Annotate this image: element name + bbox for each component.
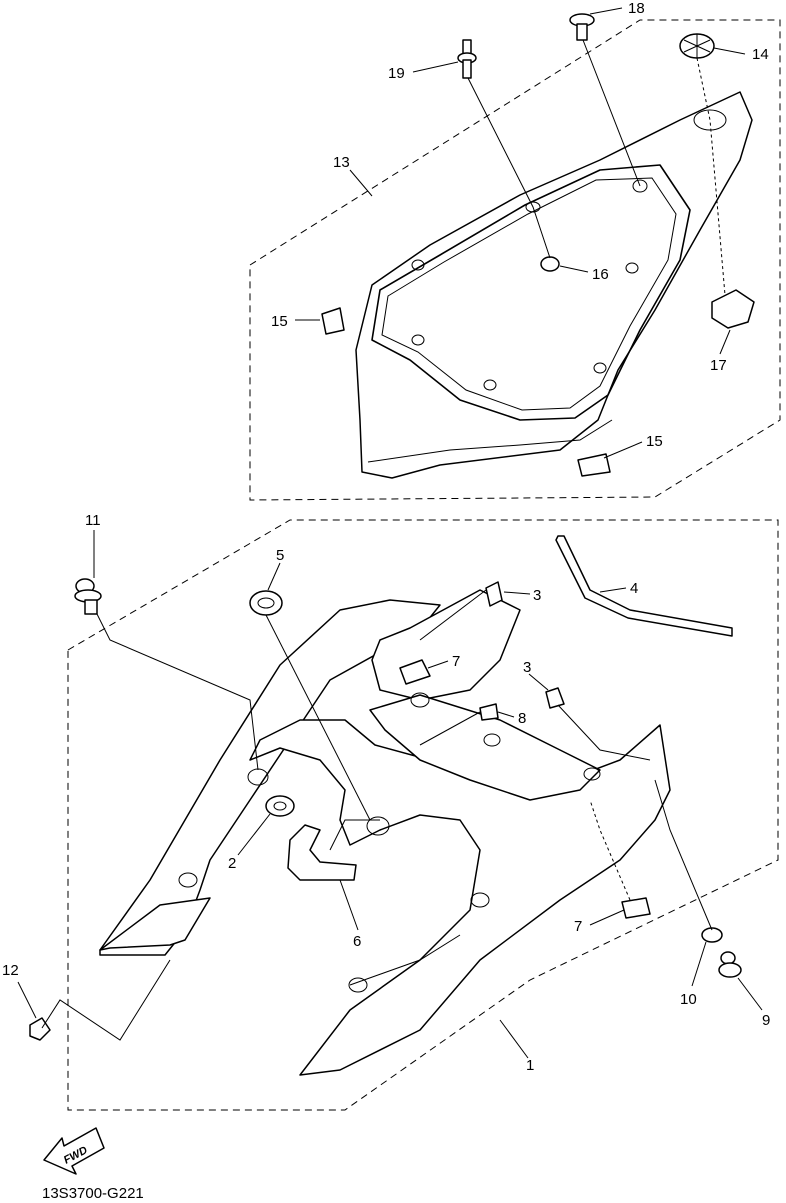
tail-cover-hole-c: [348, 977, 368, 993]
callout-18: 18: [628, 0, 645, 17]
assembly-line-18: [582, 39, 641, 187]
diagram-code: 13S3700-G221: [42, 1185, 144, 1202]
leader-lines: [17, 7, 763, 1059]
lower-assembly: [29, 519, 779, 1111]
callout-1: 1: [526, 1057, 534, 1074]
assembly-line-5: [265, 614, 371, 821]
assembly-line-3a: [419, 589, 487, 641]
seat-cowling-lower-lip: [367, 419, 613, 463]
assembly-line-3b: [557, 704, 651, 761]
tail-cover-hole-a: [366, 816, 390, 836]
callout-19: 19: [388, 65, 405, 82]
callout-17: 17: [710, 357, 727, 374]
rear-panel-hole-c: [583, 767, 601, 781]
callout-3b: 3: [523, 659, 531, 676]
callout-9: 9: [762, 1012, 770, 1029]
cowling-mount-hole-c: [411, 259, 425, 271]
rear-panel-hole-b: [483, 733, 501, 747]
upper-assembly: [249, 13, 781, 501]
assembly-line-12: [41, 959, 171, 1041]
screw-11-icon: [74, 578, 102, 615]
assembly-line-9: [654, 779, 713, 931]
callout-7b: 7: [574, 918, 582, 935]
screw-9-icon: [718, 951, 742, 978]
fwd-arrow-icon: FWD: [43, 1127, 105, 1175]
assembly-line-19: [467, 77, 551, 259]
callout-14: 14: [752, 46, 769, 63]
bracket-6: [287, 824, 357, 881]
seat-cowling-tank-hole: [693, 109, 727, 131]
callout-4: 4: [630, 580, 638, 597]
callout-10: 10: [680, 991, 697, 1008]
upper-group-dashed-boundary: [249, 19, 781, 501]
grommet-5-inner: [257, 597, 275, 609]
damper-17-icon: [711, 289, 755, 329]
seat-cowling-inner-rim: [371, 164, 691, 421]
callout-11: 11: [85, 512, 101, 529]
cowling-mount-hole-d: [625, 262, 639, 274]
callout-13: 13: [333, 154, 350, 171]
seat-cowling-outline: [355, 91, 753, 479]
tail-cover-inner-curve: [329, 819, 461, 986]
grommet-5-icon: [249, 590, 283, 616]
damper-15-right-icon: [577, 453, 611, 477]
callout-12: 12: [2, 962, 19, 979]
callout-3a: 3: [533, 587, 541, 604]
damper-8-icon: [479, 703, 499, 721]
lower-group-dashed-boundary: [67, 519, 779, 1111]
nut-3b-icon: [545, 687, 565, 709]
callout-7a: 7: [452, 653, 460, 670]
assembly-line-14: [696, 57, 726, 296]
callout-6: 6: [353, 933, 361, 950]
clip-12-icon: [29, 1017, 51, 1041]
tail-cover-hole-b: [470, 892, 490, 908]
callout-15b: 15: [646, 433, 663, 450]
collar-10-icon: [701, 927, 723, 943]
left-side-cover-flange: [99, 897, 211, 951]
callout-2: 2: [228, 855, 236, 872]
seal-strip-4: [555, 535, 733, 637]
collar-16-icon: [540, 256, 560, 272]
callout-5: 5: [276, 547, 284, 564]
callout-8: 8: [518, 710, 526, 727]
cowling-mount-hole-a: [525, 201, 541, 213]
left-cover-hole-b: [178, 872, 198, 888]
nut-3a-icon: [485, 581, 503, 607]
damper-7a-icon: [399, 659, 431, 685]
screw-19-icon: [457, 39, 477, 79]
cowling-mount-hole-e: [411, 334, 425, 346]
assembly-line-11: [96, 613, 259, 771]
collar-2-icon: [265, 795, 295, 817]
callout-15a: 15: [271, 313, 288, 330]
tail-cover-outline: [249, 719, 671, 1076]
cowling-mount-hole-f: [483, 379, 497, 391]
cowling-mount-hole-b: [632, 179, 648, 193]
assembly-line-8: [419, 711, 481, 746]
rear-panel-hole-a: [410, 692, 430, 708]
screw-18-icon: [569, 13, 595, 41]
assembly-line-7b: [589, 799, 631, 901]
damper-15-left-icon: [321, 307, 345, 335]
callout-16: 16: [592, 266, 609, 283]
rear-panel-lower: [369, 694, 601, 801]
cowling-mount-hole-g: [593, 362, 607, 374]
grommet-14-icon: [679, 33, 715, 59]
collar-2-inner: [273, 801, 287, 811]
seat-cowling-inner-rim-2: [381, 177, 677, 411]
damper-7b-icon: [621, 897, 651, 919]
callout-labels: 1 2 3 3 4 5 6 7 7 8 9 10 11 12 13 14 15 …: [2, 0, 770, 1074]
